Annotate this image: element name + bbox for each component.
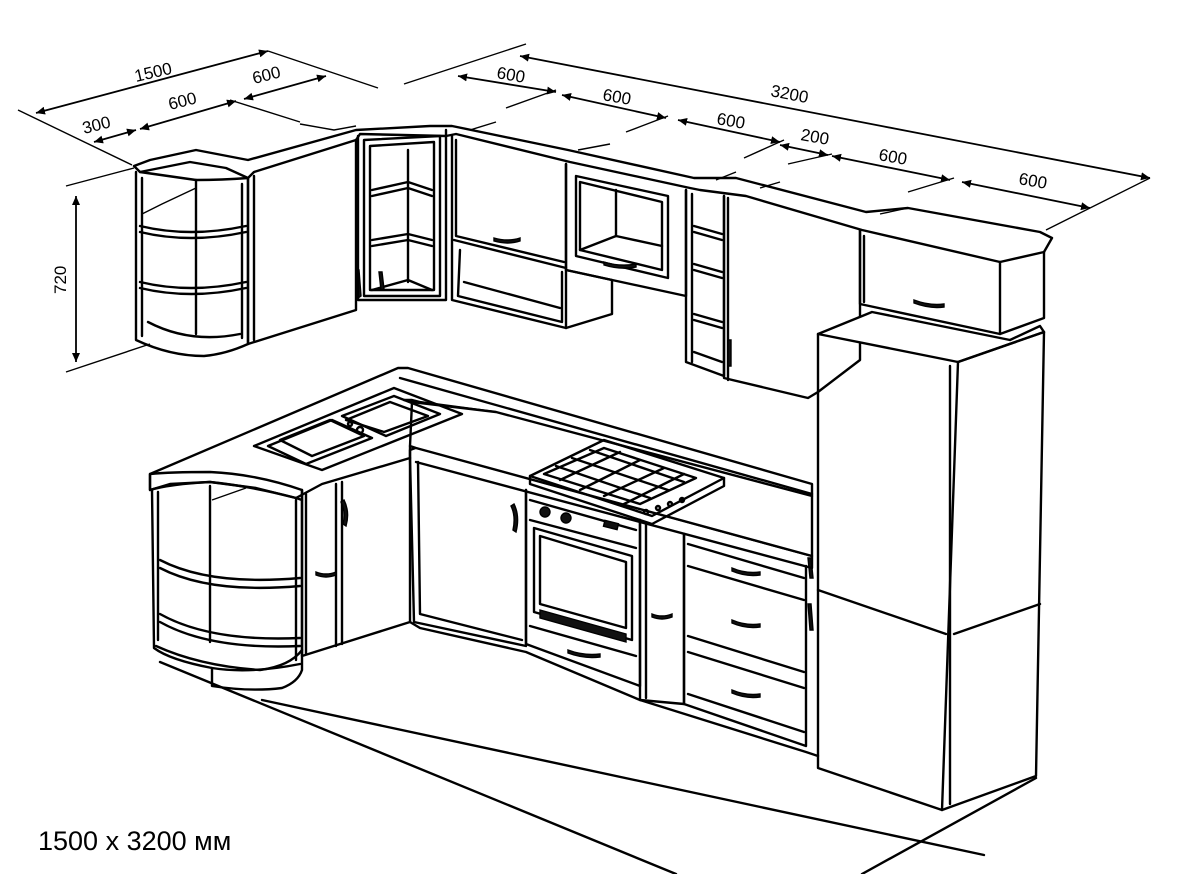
dim-left-seg2: 600: [166, 89, 198, 114]
dim-left-seg1: 300: [80, 113, 112, 138]
drawing-caption: 1500 x 3200 мм: [38, 826, 232, 856]
upper-cabinets: [132, 121, 1054, 400]
dim-right-total: 3200: [769, 81, 810, 107]
dim-right-seg5: 600: [877, 145, 908, 169]
lower-cabinets: [148, 366, 820, 758]
refrigerator: [807, 310, 1046, 812]
dimension-labels: 1500 300 600 600 3200 600 600 600 200 60…: [51, 59, 1049, 294]
dim-left-total: 1500: [133, 59, 174, 86]
floor-lines: [158, 660, 1038, 874]
dim-right-seg4: 200: [799, 125, 830, 149]
dim-left-seg3: 600: [250, 63, 282, 88]
dim-right-seg3: 600: [715, 109, 746, 133]
dim-right-seg2: 600: [601, 85, 632, 109]
dimension-lines: [17, 43, 1151, 373]
dim-right-seg1: 600: [495, 63, 526, 87]
dim-right-seg6: 600: [1017, 169, 1048, 193]
dim-height: 720: [51, 266, 70, 294]
